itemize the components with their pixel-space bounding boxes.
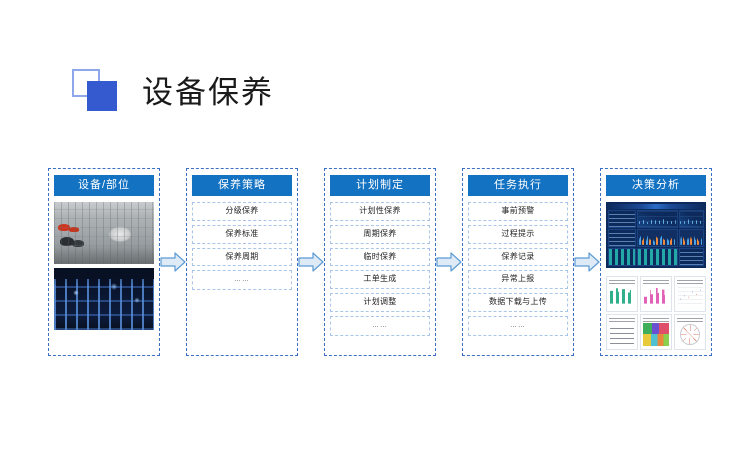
thumb-text-report [606, 314, 638, 350]
stage-header-decision-analysis: 决策分析 [606, 175, 706, 197]
dashboard-teal-panel [636, 248, 678, 267]
connector-2 [298, 168, 324, 356]
thumb-bar-chart-pink [640, 276, 672, 313]
thumb-radar-chart [674, 314, 706, 350]
thumb-scatter-chart [674, 276, 706, 313]
stage-body-plan-formulation: 计划性保养 周期保养 临时保养 工单生成 计划调整 …… [330, 202, 430, 350]
stage-body-equipment-location [54, 202, 154, 350]
stage-body-task-execution: 事前预警 过程提示 保养记录 异常上报 数据下载与上传 …… [468, 202, 568, 350]
connector-1 [160, 168, 186, 356]
item-box[interactable]: 工单生成 [330, 270, 430, 290]
stage-plan-formulation[interactable]: 计划制定 计划性保养 周期保养 临时保养 工单生成 计划调整 …… [324, 168, 436, 356]
arrow-right-icon [574, 252, 600, 272]
photo-plant-workers [54, 202, 154, 265]
page-title: 设备保养 [142, 74, 274, 110]
logo-mark [72, 69, 124, 115]
item-box[interactable]: 周期保养 [330, 224, 430, 244]
dashboard-line-panel [678, 210, 704, 229]
item-box-ellipsis: …… [468, 316, 568, 336]
arrow-right-icon [298, 252, 324, 272]
thumb-header [608, 279, 636, 284]
stage-body-decision-analysis [606, 202, 706, 350]
item-box[interactable]: 计划调整 [330, 293, 430, 313]
process-flow: 设备/部位 保养策略 分级保养 保养标准 保养周期 …… 计划制定 计划性保养 … [48, 168, 712, 358]
item-box[interactable]: 临时保养 [330, 247, 430, 267]
item-box[interactable]: 保养记录 [468, 247, 568, 267]
item-box-ellipsis: …… [330, 316, 430, 336]
item-box[interactable]: 分级保养 [192, 202, 292, 221]
thumb-header [642, 317, 670, 322]
stage-body-maintenance-strategy: 分级保养 保养标准 保养周期 …… [192, 202, 292, 350]
item-box[interactable]: 保养标准 [192, 224, 292, 244]
dashboard-titlebar [608, 204, 704, 210]
thumb-header [608, 317, 636, 322]
dashboard-table-panel [608, 210, 636, 229]
thumb-header [676, 317, 704, 322]
stage-task-execution[interactable]: 任务执行 事前预警 过程提示 保养记录 异常上报 数据下载与上传 …… [462, 168, 574, 356]
stage-header-plan-formulation: 计划制定 [330, 175, 430, 197]
dashboard-table-panel [678, 248, 704, 267]
item-box[interactable]: 保养周期 [192, 247, 292, 267]
dashboard-bar-panel [636, 229, 678, 248]
connector-4 [574, 168, 600, 356]
stage-header-task-execution: 任务执行 [468, 175, 568, 197]
connector-3 [436, 168, 462, 356]
stage-header-equipment-location: 设备/部位 [54, 175, 154, 197]
dashboard-line-panel [636, 210, 678, 229]
thumb-header [642, 279, 670, 284]
dashboard-table-panel [608, 229, 636, 248]
item-box[interactable]: 计划性保养 [330, 202, 430, 221]
dashboard-teal-panel [608, 248, 636, 267]
thumb-treemap-chart [640, 314, 672, 350]
logo-square-filled-icon [87, 81, 117, 111]
title-block: 设备保养 [72, 64, 274, 120]
item-box[interactable]: 异常上报 [468, 270, 568, 290]
photo-plant-night [54, 268, 154, 331]
dashboard-bar-panel [678, 229, 704, 248]
dashboard-grid [608, 210, 704, 267]
stage-decision-analysis[interactable]: 决策分析 [600, 168, 712, 356]
arrow-right-icon [160, 252, 186, 272]
stage-equipment-location[interactable]: 设备/部位 [48, 168, 160, 356]
thumb-header [676, 279, 704, 284]
chart-thumbnail-grid [606, 276, 706, 350]
item-box-ellipsis: …… [192, 270, 292, 291]
bi-dashboard-screenshot [606, 202, 706, 269]
item-box[interactable]: 事前预警 [468, 202, 568, 221]
stage-maintenance-strategy[interactable]: 保养策略 分级保养 保养标准 保养周期 …… [186, 168, 298, 356]
item-box[interactable]: 过程提示 [468, 224, 568, 244]
arrow-right-icon [436, 252, 462, 272]
thumb-bar-chart-green [606, 276, 638, 313]
item-box[interactable]: 数据下载与上传 [468, 293, 568, 313]
stage-header-maintenance-strategy: 保养策略 [192, 175, 292, 197]
